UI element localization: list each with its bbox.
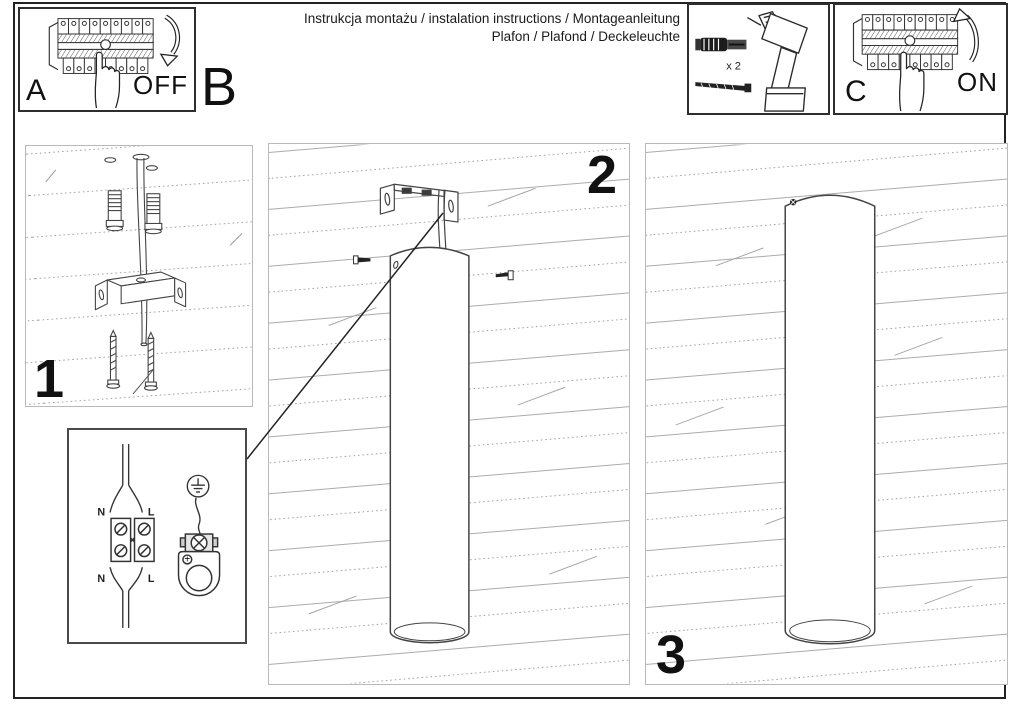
drill-icon [747,11,808,112]
lamp-rim [393,622,466,642]
exploded-mounting-illustration [26,146,252,406]
anchor-quantity-label: x 2 [726,61,741,73]
panel-step-c: C ON [833,3,1008,115]
tools-illustration: x 2 [695,11,808,112]
wire-label-live-bottom: L [148,573,155,585]
step-b-label: B [201,57,238,117]
power-on-label: ON [957,67,998,97]
lamp-rim [789,619,871,643]
lamp-cylinder [784,194,876,645]
circuit-breaker-row [48,18,154,74]
step-3-number: 3 [656,625,687,685]
arrow-down-icon [159,14,181,67]
supply-cable [109,444,144,513]
tools-box: x 2 [687,3,830,115]
terminal-block [110,517,155,563]
arrow-up-icon [952,7,979,63]
power-off-label: OFF [133,70,188,100]
plank-joint [45,169,57,183]
screw-icon [143,331,158,391]
ground-wire [194,497,201,535]
mounting-bracket-illustration [379,183,459,223]
lamp-hanging-illustration [269,144,629,684]
pointing-hand-icon [899,51,925,112]
lamp-cylinder [389,246,470,644]
breaker-off-illustration [48,14,181,109]
step-2-number: 2 [586,145,617,205]
sheet-title: Instrukcja montażu / instalation instruc… [280,10,680,46]
pointer-line [132,369,154,395]
wall-plug-icon [695,37,747,52]
ground-symbol-icon [186,474,210,498]
screw-icon [106,329,121,389]
strain-relief-clamp [177,533,221,597]
circuit-breaker-row [852,14,959,71]
panel-step-1: 1 [25,145,253,407]
drill-hole [104,157,117,163]
wire-label-neutral-top: N [97,506,105,518]
wiring-detail-box: N L N L [67,428,247,644]
pointing-hand-icon [94,51,121,109]
panel-step-2: 2 [268,143,630,685]
wire-label-live-top: L [148,506,155,518]
wiring-diagram: N L N L [97,444,221,628]
panel-step-a: A OFF [18,7,196,112]
step-1-number: 1 [34,349,65,409]
wire-label-neutral-bottom: N [97,573,105,585]
screw-icon [695,82,752,93]
lamp-cable [109,567,144,628]
title-line-1: Instrukcja montażu / instalation instruc… [304,11,680,26]
breaker-on-illustration [852,7,979,112]
title-line-2: Plafon / Plafond / Deckeleuchte [491,28,680,44]
mains-cable [132,153,150,347]
step-c-label: C [845,75,867,108]
mounting-bracket-illustration [94,271,187,311]
drill-hole [145,165,158,171]
panel-step-3: 3 [645,143,1008,685]
screw-icon [495,270,514,281]
plank-joint [229,233,243,246]
wall-plug-icon [105,190,124,232]
grub-screw [790,198,797,206]
wall-plug-icon [144,193,163,235]
step-a-label: A [26,74,47,107]
lamp-installed-illustration [646,144,1007,684]
